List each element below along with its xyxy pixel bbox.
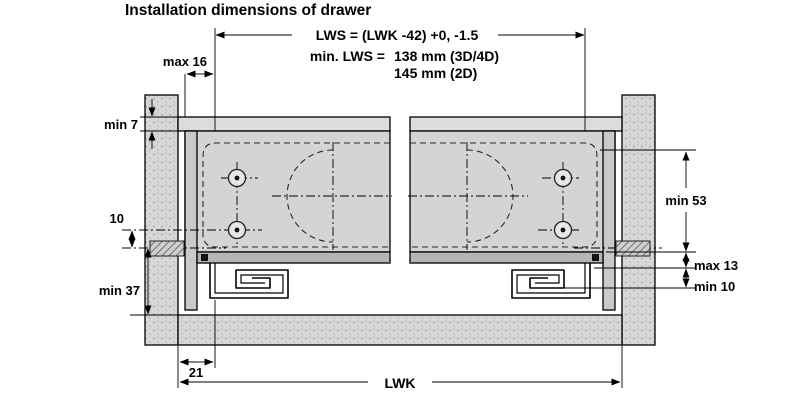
drawer-left-half	[122, 116, 392, 311]
dim-min-53: min 53	[665, 193, 706, 208]
dim-lws-formula: LWS = (LWK -42) +0, -1.5	[316, 27, 479, 43]
dim-10: 10	[110, 211, 124, 226]
cabinet	[144, 94, 656, 346]
slide-profile-left	[209, 263, 289, 299]
dim-min-7: min 7	[104, 117, 138, 132]
slide-profile-right-inner	[516, 263, 586, 294]
extension-lines	[130, 28, 696, 388]
section-marker-right	[592, 254, 599, 261]
dim-21: 21	[189, 365, 203, 380]
hidden-outline-right	[410, 142, 598, 248]
cabinet-right-panel	[621, 94, 656, 346]
dimension-lines	[128, 31, 690, 386]
drawer-top-rail-right	[409, 116, 623, 132]
dim-max-16: max 16	[163, 54, 207, 69]
cam-center-dot	[234, 175, 240, 181]
page-title: Installation dimensions of drawer	[125, 2, 371, 19]
drawer-box-right	[409, 130, 616, 253]
slide-profile-right	[511, 263, 591, 299]
dim-max-13: max 13	[694, 258, 738, 273]
drawer-side-strip-right	[602, 130, 616, 311]
drawer-right-half	[408, 116, 662, 311]
drawer-bottom-panel-left	[196, 251, 391, 264]
drawer-side-strip-left	[184, 130, 198, 311]
dim-lwk: LWK	[384, 375, 415, 391]
drawer-top-rail-left	[177, 116, 391, 132]
dim-min-37: min 37	[99, 283, 140, 298]
cabinet-bottom-panel	[177, 314, 623, 346]
drawer-bottom-panel-right	[409, 251, 604, 264]
cam-center-dot	[234, 227, 240, 233]
cabinet-left-panel	[144, 94, 179, 346]
labels: Installation dimensions of drawer LWS = …	[99, 2, 738, 391]
cam-center-dot	[560, 175, 566, 181]
section-marker-left	[201, 254, 208, 261]
drawer-box-left	[184, 130, 391, 253]
dim-min-lws-label: min. LWS =	[310, 48, 385, 64]
hidden-outline-left	[202, 142, 390, 248]
dim-min-lws-value-3d4d: 138 mm (3D/4D)	[394, 48, 499, 64]
mounting-screw-left	[149, 240, 185, 257]
cam-center-dot	[560, 227, 566, 233]
dim-min-lws-value-2d: 145 mm (2D)	[394, 65, 477, 81]
mounting-screw-right	[615, 240, 651, 257]
dim-min-10: min 10	[694, 279, 735, 294]
hidden-arc-left	[286, 149, 334, 243]
slide-profile-left-inner	[214, 263, 284, 294]
